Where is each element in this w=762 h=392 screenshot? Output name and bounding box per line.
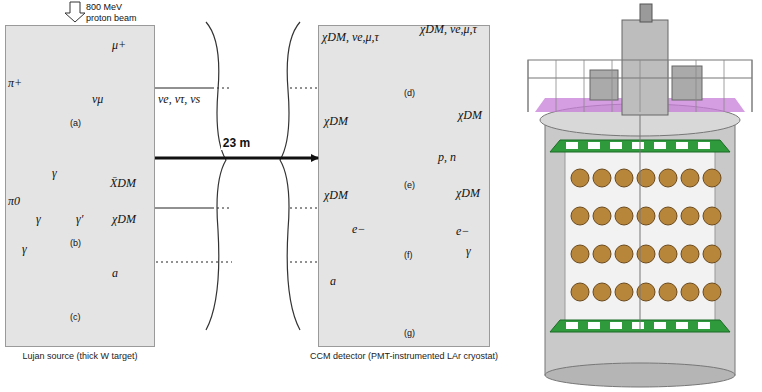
pmt [681, 207, 699, 225]
particle-label: γ′ [76, 212, 83, 226]
pmt [615, 283, 633, 301]
railing [528, 60, 752, 112]
panel-tag: (e) [404, 178, 415, 192]
particle-label: γ [36, 212, 41, 226]
pmt [659, 245, 677, 263]
particle-label: χDM [112, 212, 136, 226]
top-port [590, 70, 618, 100]
particle-label: χDM [456, 186, 480, 200]
pmt [571, 245, 589, 263]
ring-tile [566, 142, 578, 149]
brace [206, 22, 226, 330]
particle-label: νμ [92, 92, 103, 106]
particle-label: χDM [458, 108, 482, 122]
particle-line [212, 208, 232, 209]
ring-tile [588, 322, 600, 329]
top-tower [622, 20, 668, 115]
pmt [615, 207, 633, 225]
beam-label: 800 MeV proton beam [86, 2, 148, 24]
ring-tile [698, 142, 710, 149]
pmt [593, 283, 611, 301]
particle-label: e− [456, 224, 469, 238]
particle-label: p, n [438, 150, 456, 164]
particle-line [290, 88, 318, 89]
ring-tile [698, 322, 710, 329]
railing-post [528, 60, 529, 112]
railing-post [640, 60, 641, 112]
distance-label: 23 m [221, 136, 252, 150]
railing-post [612, 60, 613, 112]
particle-label: X̄DM [110, 176, 136, 190]
pmt [681, 283, 699, 301]
pmt [659, 207, 677, 225]
particle-label: γ [52, 166, 57, 180]
panel-tag: (g) [404, 326, 415, 340]
pmt [571, 169, 589, 187]
particle-label: χDM, νe,μ,τ [420, 22, 477, 36]
cryostat-render [528, 4, 752, 387]
top-port [672, 66, 702, 100]
panel-tag: (a) [70, 116, 81, 130]
pmt [593, 169, 611, 187]
particle-label: χDM [324, 188, 348, 202]
particle-label: χDM, νe,μ,τ [322, 30, 379, 44]
particle-label: π+ [8, 76, 22, 90]
railing-post [584, 60, 585, 112]
ring-tile [566, 322, 578, 329]
brace [280, 22, 300, 330]
railing-post [752, 60, 753, 112]
railing-post [724, 60, 725, 112]
railing-post [696, 60, 697, 112]
pmt [593, 207, 611, 225]
center-rod [640, 115, 641, 330]
pmt [593, 245, 611, 263]
pmt [571, 207, 589, 225]
pmt [703, 169, 721, 187]
box-caption: Lujan source (thick W target) [0, 350, 174, 362]
box-caption: CCM detector (PMT-instrumented LAr cryos… [299, 350, 509, 362]
ring-tile [676, 142, 688, 149]
particle-line [212, 88, 232, 89]
pmt [703, 207, 721, 225]
particle-label: π0 [8, 194, 20, 208]
ring-tile [654, 142, 666, 149]
particle-line [290, 208, 318, 209]
particle-label: μ+ [112, 38, 126, 52]
particle-label: γ [22, 242, 27, 256]
ring-tile [610, 142, 622, 149]
ring-tile [632, 142, 644, 149]
pmt [681, 169, 699, 187]
particle-label: χDM [324, 114, 348, 128]
particle-label: a [330, 274, 336, 288]
alp-line [290, 262, 318, 263]
cryostat-base [545, 363, 735, 387]
particle-label: a [112, 266, 118, 280]
pmt [681, 245, 699, 263]
particle-label: e− [352, 222, 365, 236]
panel-tag: (b) [70, 236, 81, 250]
ring-tile [632, 322, 644, 329]
panel-tag: (c) [70, 310, 81, 324]
pmt [703, 245, 721, 263]
ring-tile [588, 142, 600, 149]
pmt [615, 245, 633, 263]
particle-label: νe, ντ, νs [158, 92, 200, 106]
distance-arrow [155, 157, 318, 160]
pmt [659, 283, 677, 301]
ring-tile [676, 322, 688, 329]
beam-arrow [65, 2, 85, 22]
particle-label: γ [466, 244, 471, 258]
railing-post [668, 60, 669, 112]
pmt [571, 283, 589, 301]
ring-tile [610, 322, 622, 329]
railing-post [556, 60, 557, 112]
top-valve [640, 4, 652, 22]
pmt [659, 169, 677, 187]
panel-tag: (f) [404, 248, 413, 262]
pmt [703, 283, 721, 301]
ring-tile [654, 322, 666, 329]
pmt [615, 169, 633, 187]
panel-tag: (d) [404, 86, 415, 100]
